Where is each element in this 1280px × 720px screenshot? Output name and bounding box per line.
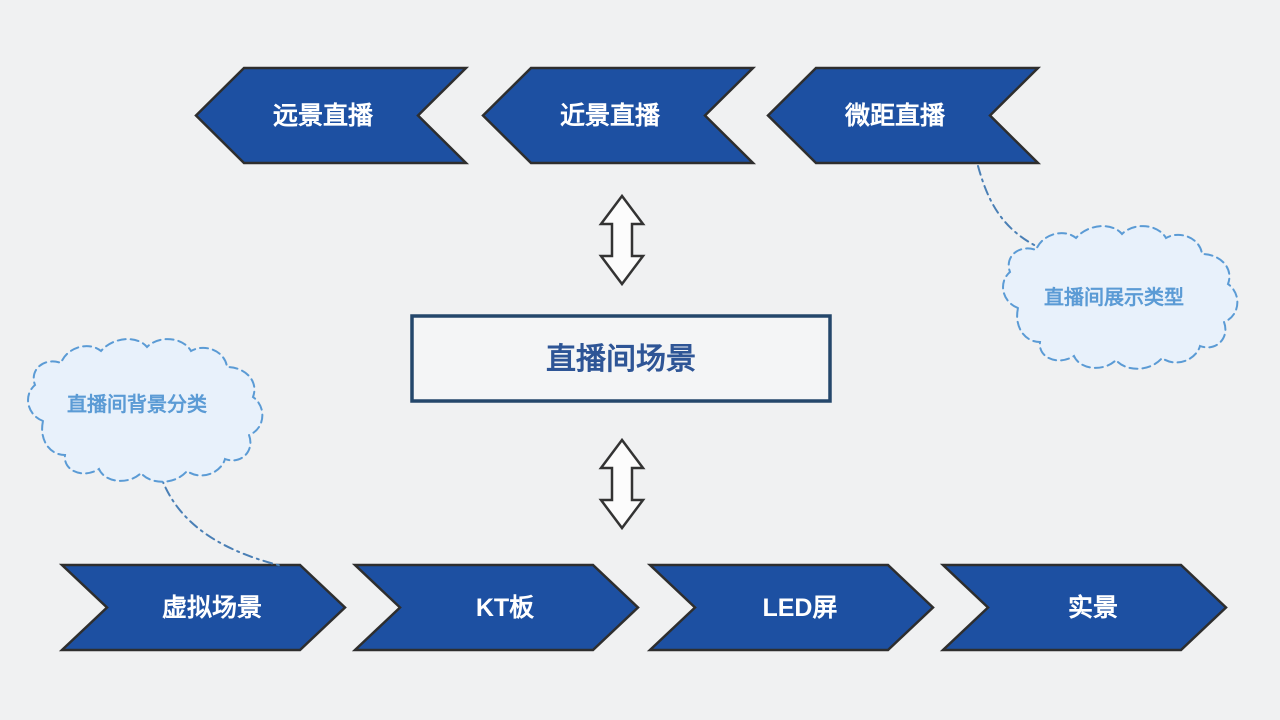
chevron-led-screen <box>646 563 935 652</box>
chevron-virtual-scene <box>58 563 347 652</box>
chevron-far-view <box>194 66 470 165</box>
chevron-macro-view-label: 微距直播 <box>844 102 946 130</box>
center-box <box>410 314 832 403</box>
chevron-led-screen-label: LED屏 <box>762 594 837 622</box>
chevron-kt-board <box>351 563 640 652</box>
callout-cloud-left: 直播间背景分类 <box>27 338 264 483</box>
chevron-virtual-scene-label: 虚拟场景 <box>162 594 262 622</box>
center-box-label: 直播间场景 <box>546 343 696 376</box>
chevron-near-view-label: 近景直播 <box>560 102 661 130</box>
chevron-real-scene <box>939 563 1228 652</box>
up-down-arrow-bottom <box>598 437 646 531</box>
cloud-tail-left <box>157 467 283 567</box>
chevron-kt-board-label: KT板 <box>476 594 534 622</box>
chevron-far-view-label: 远景直播 <box>273 102 374 130</box>
callout-right-label: 直播间展示类型 <box>1044 285 1184 309</box>
chevron-real-scene-label: 实景 <box>1068 593 1118 622</box>
chevron-near-view <box>481 66 757 165</box>
cloud-tail-right <box>977 165 1037 247</box>
chevron-macro-view <box>766 66 1042 165</box>
callout-cloud-right: 直播间展示类型 <box>1002 225 1239 370</box>
bottom-row: 虚拟场景 KT板 LED屏 实景 <box>58 563 1228 652</box>
up-down-arrow-top <box>598 193 646 287</box>
top-row: 远景直播 近景直播 微距直播 <box>194 66 1042 165</box>
callout-left-label: 直播间背景分类 <box>67 392 207 416</box>
